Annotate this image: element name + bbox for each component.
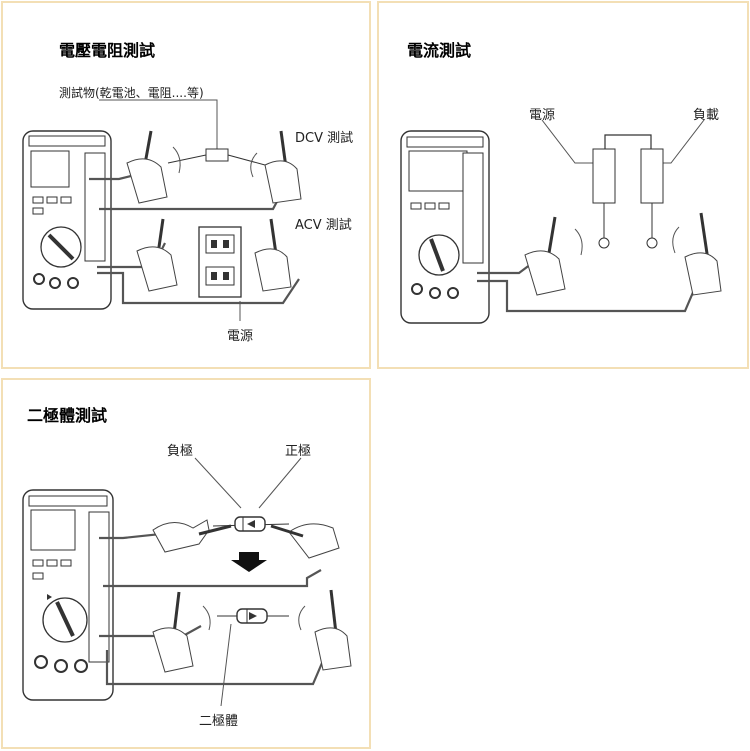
terminal-right [646,237,658,249]
current-panel: 電流測試 電源 負載 mA [377,1,749,369]
power-source-label: 電源 [227,329,254,344]
test-object-label: 測試物(乾電池、電阻....等) [59,86,204,100]
load-leader-line [663,119,705,164]
hand-probe-dcv-left [126,130,181,204]
dcv-test-label: DCV 測試 [295,131,354,146]
anode-label: 正極 [285,444,312,459]
power-outlet [198,226,242,298]
lead-bottom-2 [105,650,327,686]
lead-2 [477,279,699,313]
multimeter [22,489,114,701]
current-diagram [400,119,722,324]
hand-probe-bottom-right [298,589,352,671]
lead-dcv-2 [99,178,290,211]
diode-panel: 二極體測試 負極 正極 二極體 [1,378,371,749]
diode-bottom [217,608,289,624]
object-leader-line [99,99,218,149]
panel-title: 電流測試 [407,41,472,60]
multimeter [400,130,490,324]
voltage-diagram [22,99,302,321]
panel-title: 二極體測試 [27,406,108,425]
diode-top [212,516,290,532]
hand-probe-left [524,216,583,296]
load-label: 負載 [693,108,720,123]
test-object-resistor [205,148,229,162]
diode-leader-line [220,623,232,707]
hand-probe-acv-left [136,218,178,292]
circuit-top-wire [604,134,652,149]
voltage-resistance-panel: 電壓電阻測試 測試物(乾電池、電阻....等) DCV 測試 ACV 測試 電源… [1,1,371,369]
power-source-box [592,148,616,204]
hand-probe-bottom-left [152,591,211,673]
hand-probe-right [672,212,722,296]
cathode-leader-line [194,457,242,509]
panel-title: 電壓電阻測試 [59,41,156,60]
anode-leader-line [258,457,302,509]
arrow-down-icon [231,552,267,572]
multimeter [22,130,112,310]
terminal-left [598,237,610,249]
acv-test-label: ACV 測試 [295,218,352,233]
hand-probe-top-left [152,519,232,553]
hand-probe-dcv-right [250,130,302,204]
hand-probe-top-right [270,523,340,559]
diode-label: 二極體 [199,714,239,729]
hand-probe-acv-right [254,218,292,292]
power-leader-line [541,119,593,164]
lead-top-2 [103,569,322,588]
power-source-label: 電源 [529,108,556,123]
load-box [640,148,664,204]
cathode-label: 負極 [167,444,194,459]
lead-acv-2 [97,271,300,305]
diode-diagram [22,457,352,707]
